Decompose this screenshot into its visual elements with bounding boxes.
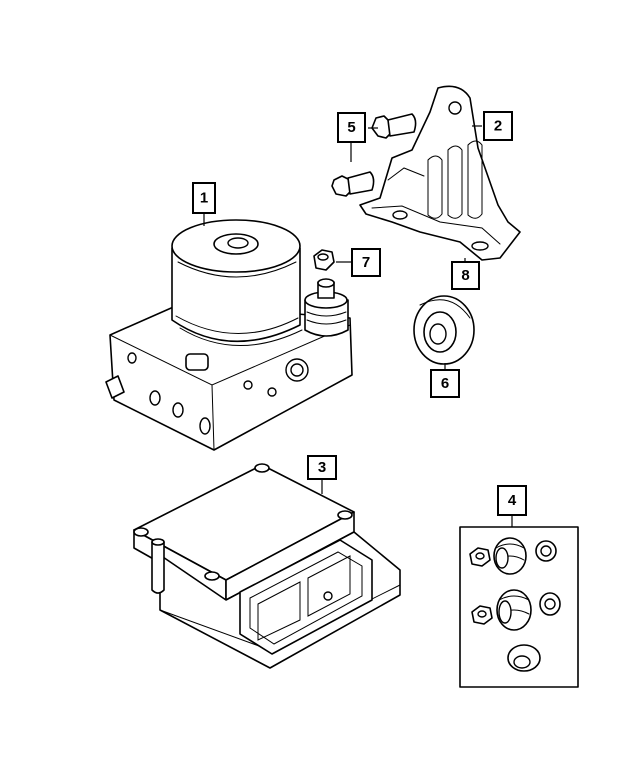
callout-2-badge: 2 (483, 111, 513, 141)
hardware-kit (459, 526, 579, 688)
callout-2-label: 2 (494, 118, 502, 135)
callout-4-label: 4 (508, 492, 517, 509)
callout-7-label: 7 (362, 254, 370, 271)
callout-1-label: 1 (200, 190, 208, 207)
callout-6-badge: 6 (430, 369, 460, 398)
mounting-bracket (359, 85, 521, 261)
callout-4-badge: 4 (497, 485, 527, 516)
callout-5-label: 5 (347, 119, 355, 136)
callout-8-badge: 8 (451, 261, 480, 290)
callout-3-badge: 3 (307, 455, 337, 480)
callout-3-label: 3 (318, 459, 326, 476)
bolts (331, 113, 417, 197)
callout-6-label: 6 (441, 375, 449, 392)
isolator-grommet (413, 295, 475, 365)
callout-5-badge: 5 (337, 112, 366, 143)
callout-1-badge: 1 (192, 182, 216, 214)
abs-hydraulic-unit (105, 219, 353, 451)
nut (313, 249, 335, 271)
callout-8-label: 8 (461, 267, 469, 284)
control-module (133, 463, 401, 669)
callout-7-badge: 7 (351, 248, 381, 277)
